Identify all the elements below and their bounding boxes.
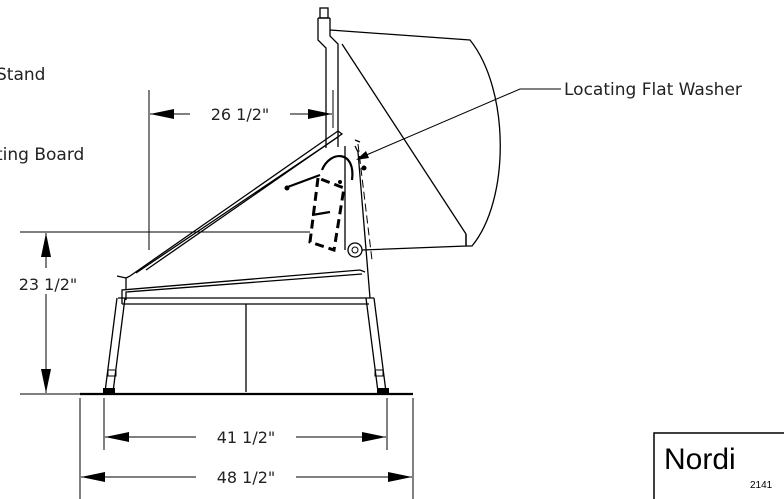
dimension-height: 23 1/2"	[19, 231, 310, 395]
upright-hood	[317, 7, 501, 299]
base-stand	[103, 297, 389, 393]
brand-name: Nordi	[664, 443, 736, 476]
dimension-top-width: 26 1/2"	[148, 90, 334, 250]
title-block: Nordi 2141	[653, 432, 784, 499]
label-locating-flat-washer: Locating Flat Washer	[564, 80, 742, 100]
dimension-outer-width-label: 48 1/2"	[217, 468, 276, 487]
dimension-top-width-label: 26 1/2"	[211, 105, 270, 124]
label-stand: Stand	[0, 65, 45, 85]
dimension-outer-width: 48 1/2"	[79, 398, 414, 499]
pivot-mechanism	[284, 154, 367, 258]
dimension-inner-width: 41 1/2"	[103, 398, 388, 450]
mounting-board	[116, 130, 366, 304]
label-board: ting Board	[0, 145, 84, 165]
washer-leader	[356, 88, 561, 160]
dimension-height-label: 23 1/2"	[19, 275, 78, 294]
dimension-inner-width-label: 41 1/2"	[217, 428, 276, 447]
part-code: 2141	[750, 480, 773, 491]
